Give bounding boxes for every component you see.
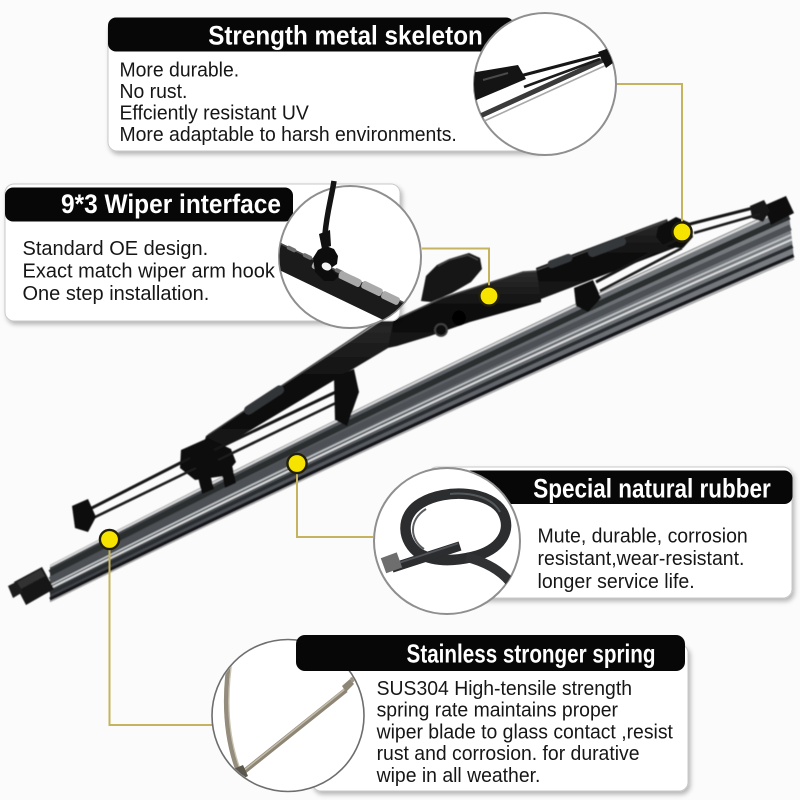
svg-text:resistant,wear-resistant.: resistant,wear-resistant. — [538, 548, 745, 570]
svg-text:Effciently resistant UV: Effciently resistant UV — [120, 102, 310, 124]
svg-text:More adaptable to harsh enviro: More adaptable to harsh environments. — [120, 124, 457, 146]
svg-text:longer service life.: longer service life. — [538, 571, 695, 593]
svg-text:One step installation.: One step installation. — [23, 283, 210, 305]
svg-text:9*3 Wiper interface: 9*3 Wiper interface — [61, 190, 281, 219]
svg-text:wipe in all weather.: wipe in all weather. — [376, 765, 541, 787]
svg-text:Strength metal skeleton: Strength metal skeleton — [208, 22, 483, 51]
svg-text:Stainless stronger spring: Stainless stronger spring — [407, 639, 656, 668]
svg-text:SUS304 High-tensile strength: SUS304 High-tensile strength — [377, 678, 632, 700]
svg-text:More durable.: More durable. — [120, 59, 240, 81]
svg-text:No rust.: No rust. — [120, 81, 188, 103]
svg-text:Standard OE design.: Standard OE design. — [23, 238, 209, 260]
svg-text:Exact match wiper arm hook: Exact match wiper arm hook — [23, 260, 276, 282]
svg-text:Special natural rubber: Special natural rubber — [533, 475, 771, 504]
svg-text:Mute, durable, corrosion: Mute, durable, corrosion — [538, 525, 748, 547]
svg-text:wiper blade to glass contact ,: wiper blade to glass contact ,resist — [376, 721, 674, 743]
svg-text:rust and corrosion. for durati: rust and corrosion. for durative — [377, 743, 640, 765]
svg-text:spring rate maintains proper: spring rate maintains proper — [377, 699, 619, 721]
